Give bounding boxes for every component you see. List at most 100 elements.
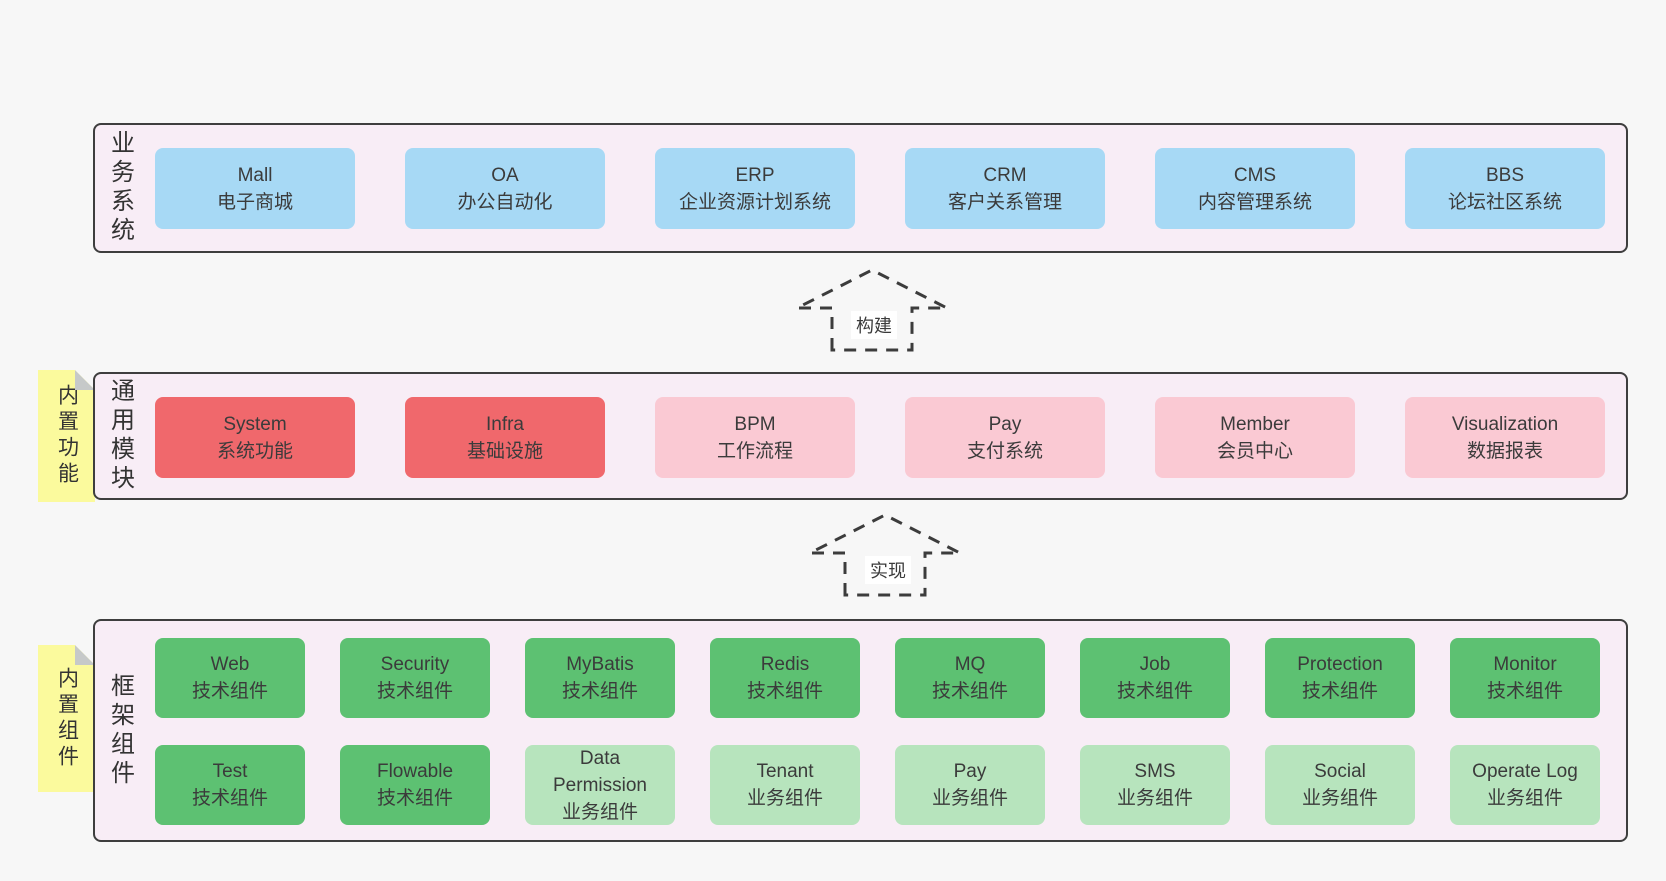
business-systems-row: Mall 电子商城 OA 办公自动化 ERP 企业资源计划系统 CRM 客户关系… (155, 148, 1605, 229)
node-subtitle: 技术组件 (191, 681, 268, 702)
node-subtitle: 论坛社区系统 (1447, 191, 1562, 213)
node-title: Visualization (1451, 413, 1559, 435)
arrow-up-build (796, 268, 948, 352)
node-mybatis: MyBatis 技术组件 (525, 638, 675, 718)
node-subtitle: 办公自动化 (457, 191, 553, 213)
node-subtitle: 技术组件 (1116, 681, 1193, 702)
node-subtitle: 业务组件 (746, 788, 823, 809)
node-title: Job (1139, 654, 1171, 675)
node-subtitle: 电子商城 (216, 191, 293, 213)
node-subtitle: 工作流程 (716, 440, 793, 462)
sticky-note-label: 内置组件 (55, 666, 79, 771)
node-pay-system: Pay 支付系统 (905, 397, 1105, 478)
folded-corner-icon (75, 370, 95, 390)
node-subtitle: 技术组件 (376, 681, 453, 702)
node-crm: CRM 客户关系管理 (905, 148, 1105, 229)
dashed-up-arrow-icon (796, 268, 948, 352)
common-modules-row: System 系统功能 Infra 基础设施 BPM 工作流程 Pay 支付系统… (155, 397, 1605, 478)
node-subtitle: 业务组件 (1486, 788, 1563, 809)
node-title: OA (491, 164, 519, 186)
node-bbs: BBS 论坛社区系统 (1405, 148, 1605, 229)
node-mall: Mall 电子商城 (155, 148, 355, 229)
node-title: Infra (485, 413, 525, 435)
node-title: BBS (1485, 164, 1525, 186)
node-title: Tenant (756, 761, 814, 782)
node-tenant: Tenant 业务组件 (710, 745, 860, 825)
node-subtitle: 客户关系管理 (947, 191, 1062, 213)
node-subtitle: 技术组件 (376, 788, 453, 809)
node-subtitle: 企业资源计划系统 (678, 191, 831, 213)
node-member: Member 会员中心 (1155, 397, 1355, 478)
node-erp: ERP 企业资源计划系统 (655, 148, 855, 229)
node-title: Data Permission (553, 747, 647, 796)
node-subtitle: 技术组件 (1486, 681, 1563, 702)
arrow-up-implement (809, 513, 961, 597)
node-subtitle: 会员中心 (1216, 440, 1293, 462)
node-subtitle: 业务组件 (931, 788, 1008, 809)
node-subtitle: 技术组件 (1301, 681, 1378, 702)
node-operate-log: Operate Log 业务组件 (1450, 745, 1600, 825)
common-modules-band: 通用模块 System 系统功能 Infra 基础设施 BPM 工作流程 Pay… (93, 372, 1628, 500)
node-sms: SMS 业务组件 (1080, 745, 1230, 825)
dashed-up-arrow-icon (809, 513, 961, 597)
node-subtitle: 技术组件 (931, 681, 1008, 702)
node-subtitle: 业务组件 (1116, 788, 1193, 809)
node-title: BPM (734, 413, 776, 435)
node-oa: OA 办公自动化 (405, 148, 605, 229)
arrow-build-label: 构建 (851, 311, 897, 339)
node-subtitle: 内容管理系统 (1197, 191, 1312, 213)
node-title: Protection (1297, 654, 1383, 675)
node-social: Social 业务组件 (1265, 745, 1415, 825)
folded-corner-icon (75, 645, 95, 665)
node-title: Redis (760, 654, 810, 675)
node-subtitle: 数据报表 (1466, 440, 1543, 462)
framework-components-band: 框架组件 Web 技术组件 Security 技术组件 MyBatis 技术组件… (93, 619, 1628, 842)
node-system: System 系统功能 (155, 397, 355, 478)
node-title: System (223, 413, 287, 435)
band-title-common-modules: 通用模块 (106, 378, 134, 494)
node-subtitle: 业务组件 (1301, 788, 1378, 809)
node-security: Security 技术组件 (340, 638, 490, 718)
band-title-framework-components: 框架组件 (106, 672, 134, 789)
node-redis: Redis 技术组件 (710, 638, 860, 718)
node-title: Monitor (1493, 654, 1557, 675)
node-web: Web 技术组件 (155, 638, 305, 718)
node-visualization: Visualization 数据报表 (1405, 397, 1605, 478)
node-title: SMS (1134, 761, 1176, 782)
node-data-permission: Data Permission 业务组件 (525, 745, 675, 825)
node-pay-component: Pay 业务组件 (895, 745, 1045, 825)
node-test: Test 技术组件 (155, 745, 305, 825)
node-subtitle: 技术组件 (561, 681, 638, 702)
node-cms: CMS 内容管理系统 (1155, 148, 1355, 229)
node-title: ERP (735, 164, 775, 186)
node-subtitle: 支付系统 (966, 440, 1043, 462)
node-flowable: Flowable 技术组件 (340, 745, 490, 825)
node-title: MyBatis (566, 654, 634, 675)
framework-components-row-1: Web 技术组件 Security 技术组件 MyBatis 技术组件 Redi… (155, 638, 1600, 718)
node-title: Test (212, 761, 248, 782)
node-infra: Infra 基础设施 (405, 397, 605, 478)
business-systems-band: 业务系统 Mall 电子商城 OA 办公自动化 ERP 企业资源计划系统 CRM… (93, 123, 1628, 253)
node-title: Pay (988, 413, 1022, 435)
node-title: CRM (983, 164, 1027, 186)
node-job: Job 技术组件 (1080, 638, 1230, 718)
node-mq: MQ 技术组件 (895, 638, 1045, 718)
node-subtitle: 系统功能 (216, 440, 293, 462)
node-title: Pay (953, 761, 987, 782)
band-title-business-systems: 业务系统 (106, 130, 134, 246)
sticky-note-built-in-components: 内置组件 (38, 645, 95, 792)
arrow-implement-label: 实现 (865, 556, 911, 584)
node-title: Social (1314, 761, 1366, 782)
node-title: Flowable (376, 761, 454, 782)
node-title: Web (210, 654, 250, 675)
sticky-note-label: 内置功能 (55, 384, 79, 488)
node-subtitle: 基础设施 (466, 440, 543, 462)
node-protection: Protection 技术组件 (1265, 638, 1415, 718)
node-title: Operate Log (1472, 761, 1578, 782)
node-subtitle: 业务组件 (561, 801, 638, 823)
node-monitor: Monitor 技术组件 (1450, 638, 1600, 718)
framework-components-row-2: Test 技术组件 Flowable 技术组件 Data Permission … (155, 745, 1600, 825)
node-title: MQ (954, 654, 986, 675)
node-title: CMS (1233, 164, 1277, 186)
